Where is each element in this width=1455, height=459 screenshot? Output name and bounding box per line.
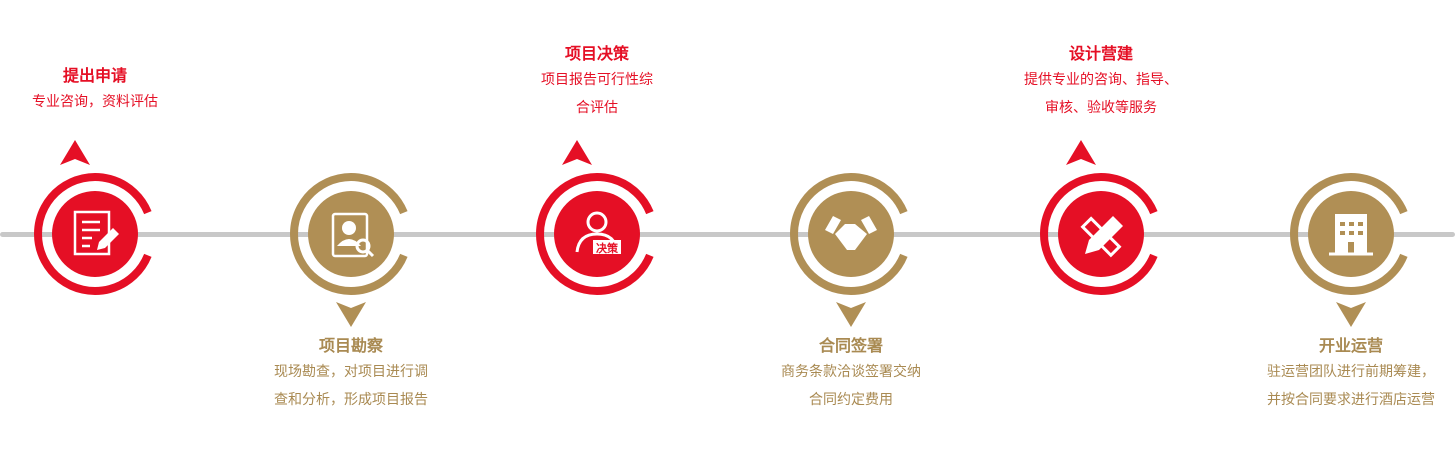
handshake-icon [825, 216, 877, 250]
arrow-down-icon [836, 302, 866, 327]
step-description: 并按合同要求进行酒店运营 [1267, 392, 1435, 408]
step-marker [1040, 140, 1158, 295]
step-title: 合同签署 [818, 336, 883, 355]
outer-ring [790, 173, 908, 295]
outer-ring [1040, 173, 1158, 295]
decision-person-icon [575, 211, 621, 254]
step-marker [34, 140, 152, 295]
step-description: 审核、验收等服务 [1045, 100, 1157, 116]
timeline-line [0, 232, 1455, 237]
pencil-ruler-icon [1080, 216, 1123, 258]
step-title: 设计营建 [1068, 44, 1133, 63]
step-description: 商务条款洽谈签署交纳 [781, 364, 921, 380]
inner-disc [52, 191, 138, 277]
step-description: 项目报告可行性综 [541, 72, 653, 88]
process-step-5: 设计营建提供专业的咨询、指导、审核、验收等服务 [981, 0, 1221, 459]
step-description: 提供专业的咨询、指导、 [1024, 72, 1178, 88]
outer-ring [290, 173, 408, 295]
arrow-up-icon [1066, 140, 1096, 165]
step-marker: 决策 [536, 140, 654, 295]
step-title: 提出申请 [62, 66, 127, 85]
icon-label: 决策 [596, 241, 619, 255]
step-marker [790, 173, 908, 327]
hotel-building-icon [1329, 214, 1373, 256]
step-description: 驻运营团队进行前期筹建， [1267, 364, 1435, 380]
process-step-1: 提出申请专业咨询，资料评估 [0, 0, 215, 459]
outer-ring [1290, 173, 1408, 295]
step-title: 项目勘察 [318, 336, 383, 355]
arrow-up-icon [60, 140, 90, 165]
step-marker [290, 173, 408, 327]
step-description: 现场勘查，对项目进行调 [274, 364, 428, 380]
step-description: 专业咨询，资料评估 [32, 94, 158, 110]
process-step-2: 项目勘察现场勘查，对项目进行调查和分析，形成项目报告 [231, 0, 471, 459]
step-title: 项目决策 [564, 44, 629, 63]
process-step-3: 决策 项目决策项目报告可行性综合评估 [477, 0, 717, 459]
step-description: 合同约定费用 [809, 392, 893, 408]
outer-ring [34, 173, 152, 295]
arrow-down-icon [336, 302, 366, 327]
arrow-down-icon [1336, 302, 1366, 327]
step-title: 开业运营 [1318, 336, 1383, 355]
outer-ring [536, 173, 654, 295]
step-description: 合评估 [576, 100, 618, 116]
process-step-6: 开业运营驻运营团队进行前期筹建， 并按合同要求进行酒店运营 [1231, 0, 1455, 459]
document-edit-icon [73, 210, 119, 256]
arrow-up-icon [562, 140, 592, 165]
step-marker [1290, 173, 1408, 327]
person-search-icon [331, 212, 375, 258]
process-step-4: 合同签署商务条款洽谈签署交纳合同约定费用 [731, 0, 971, 459]
step-description: 查和分析，形成项目报告 [274, 392, 428, 408]
